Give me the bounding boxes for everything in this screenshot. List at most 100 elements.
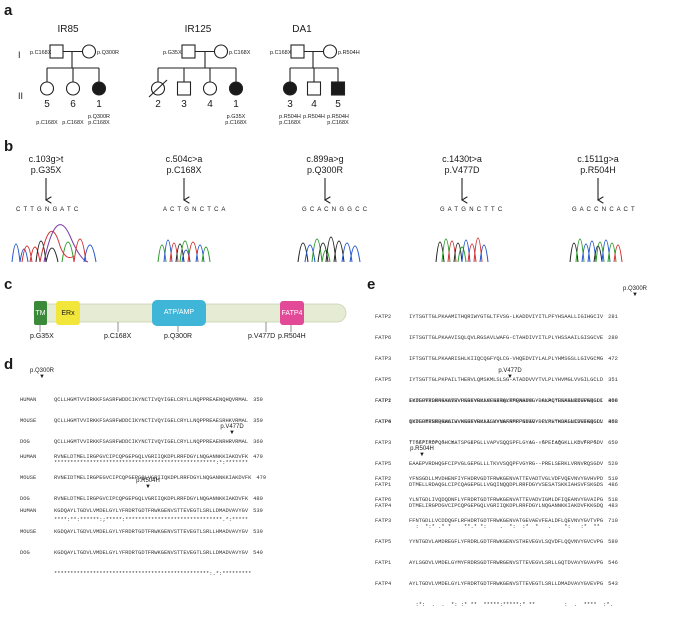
pedigree-child-affected — [228, 81, 244, 96]
panel-label-d: d — [4, 356, 14, 373]
chromatogram-traces — [11, 178, 623, 263]
individual-number: 3 — [181, 99, 187, 110]
pedigree-child-affected — [91, 81, 107, 96]
alignment-marker: p.R504H▼ — [402, 446, 442, 458]
cdna-change: c.504c>a — [165, 154, 203, 164]
trace-3 — [297, 236, 361, 263]
sequence-letters: G C A C N G G C C — [302, 207, 368, 213]
pedigree-chart — [39, 44, 346, 98]
marker-triangle-icon: ▼ — [39, 374, 45, 380]
family-title: DA1 — [292, 24, 312, 35]
pedigree-father — [290, 44, 305, 59]
family-title: IR125 — [184, 24, 212, 35]
domain-label-tm: TM — [35, 310, 46, 317]
protein-change: p.V477D — [444, 165, 480, 175]
panel-label-e: e — [367, 276, 376, 293]
protein-change: p.C168X — [166, 165, 202, 175]
trace-2 — [157, 239, 211, 263]
pedigree-child — [202, 81, 218, 96]
trace-4 — [435, 237, 489, 263]
sequence-letters: A C T G N C T C A — [163, 207, 227, 213]
marker-triangle-icon: ▼ — [632, 292, 638, 298]
domain-label-erx: ERx — [61, 310, 75, 317]
protein-change: p.G35X — [30, 165, 62, 175]
pedigree-child-affected — [282, 81, 298, 96]
parent-genotype: p.R504H — [338, 50, 360, 56]
parent-genotype: p.G35X — [163, 50, 182, 56]
individual-number: 1 — [96, 99, 102, 110]
individual-number: 5 — [335, 99, 341, 110]
pedigree-child-deceased — [150, 81, 166, 96]
chromatogram-header: c.1430t>a p.V477D — [427, 154, 497, 176]
child-genotype: p.Q300R p.C168X — [87, 114, 110, 126]
child-genotype: p.R504H p.C168X — [327, 114, 349, 126]
alignment-marker: p.V477D▼ — [212, 424, 252, 436]
individual-number: 4 — [207, 99, 213, 110]
pedigree-father — [181, 44, 196, 59]
protein-domain-diagram — [33, 300, 347, 332]
alignment-marker: p.Q300R▼ — [615, 286, 655, 298]
alignment-marker: p.V477D▼ — [490, 368, 530, 380]
cdna-change: c.899a>g — [306, 154, 344, 164]
child-genotype: p.R504H — [303, 114, 325, 120]
mutation-label: p.V477D — [248, 333, 276, 340]
child-genotype: p.C168X — [36, 120, 58, 126]
pedigree-child — [65, 81, 81, 96]
marker-triangle-icon: ▼ — [419, 452, 425, 458]
pedigree-mother — [81, 44, 97, 59]
parent-genotype: p.C168X — [229, 50, 251, 56]
marker-triangle-icon: ▼ — [145, 484, 151, 490]
mutation-label: p.R504H — [278, 333, 306, 340]
cdna-change: c.1430t>a — [442, 154, 482, 164]
domain-label-fatp4: FATP4 — [281, 310, 303, 317]
individual-number: 1 — [233, 99, 239, 110]
domain-tm — [34, 301, 47, 325]
mutation-label: p.G35X — [30, 333, 54, 340]
family-title: IR85 — [57, 24, 79, 35]
deceased-slash — [148, 79, 168, 98]
chromatogram-header: c.103g>t p.G35X — [11, 154, 81, 176]
trace-1 — [11, 224, 97, 263]
marker-triangle-icon: ▼ — [507, 374, 513, 380]
sequence-letters: G A C C N C A C T — [572, 207, 636, 213]
chromatogram-header: c.504c>a p.C168X — [149, 154, 219, 176]
trace-5 — [569, 238, 623, 263]
chromatogram-header: c.1511g>a p.R504H — [563, 154, 633, 176]
parent-genotype: p.C168X — [270, 50, 292, 56]
panel-label-a: a — [4, 2, 13, 19]
chromatogram-header: c.899a>g p.Q300R — [290, 154, 360, 176]
domain-erx — [56, 301, 80, 325]
individual-number: 6 — [70, 99, 76, 110]
mutation-label: p.Q300R — [164, 333, 193, 340]
domain-label-atp-amp: ATP/AMP — [163, 309, 195, 316]
parent-genotype: p.C168X — [30, 50, 52, 56]
pedigree-child — [306, 81, 322, 96]
domain-fatp4 — [280, 301, 304, 325]
pedigree-mother — [322, 44, 338, 59]
generation-label: I — [18, 50, 21, 60]
alignment-marker: p.R504H▼ — [128, 478, 168, 490]
domain-atp-amp — [152, 300, 206, 326]
panel-label-b: b — [4, 138, 14, 155]
individual-number: 4 — [311, 99, 317, 110]
pedigree-child — [39, 81, 55, 96]
individual-number: 5 — [44, 99, 50, 110]
child-genotype: p.C168X — [62, 120, 84, 126]
protein-change: p.Q300R — [306, 165, 344, 175]
sequence-letters: G A T G N C T T C — [440, 207, 503, 213]
panel-label-c: c — [4, 276, 13, 293]
individual-number: 2 — [155, 99, 161, 110]
alignment-marker: p.Q300R▼ — [22, 368, 62, 380]
cdna-change: c.103g>t — [28, 154, 64, 164]
pedigree-father — [49, 44, 64, 59]
protein-change: p.R504H — [580, 165, 616, 175]
child-genotype: p.R504H p.C168X — [279, 114, 301, 126]
pedigree-child-affected — [330, 81, 346, 96]
pedigree-mother — [213, 44, 229, 59]
individual-number: 3 — [287, 99, 293, 110]
